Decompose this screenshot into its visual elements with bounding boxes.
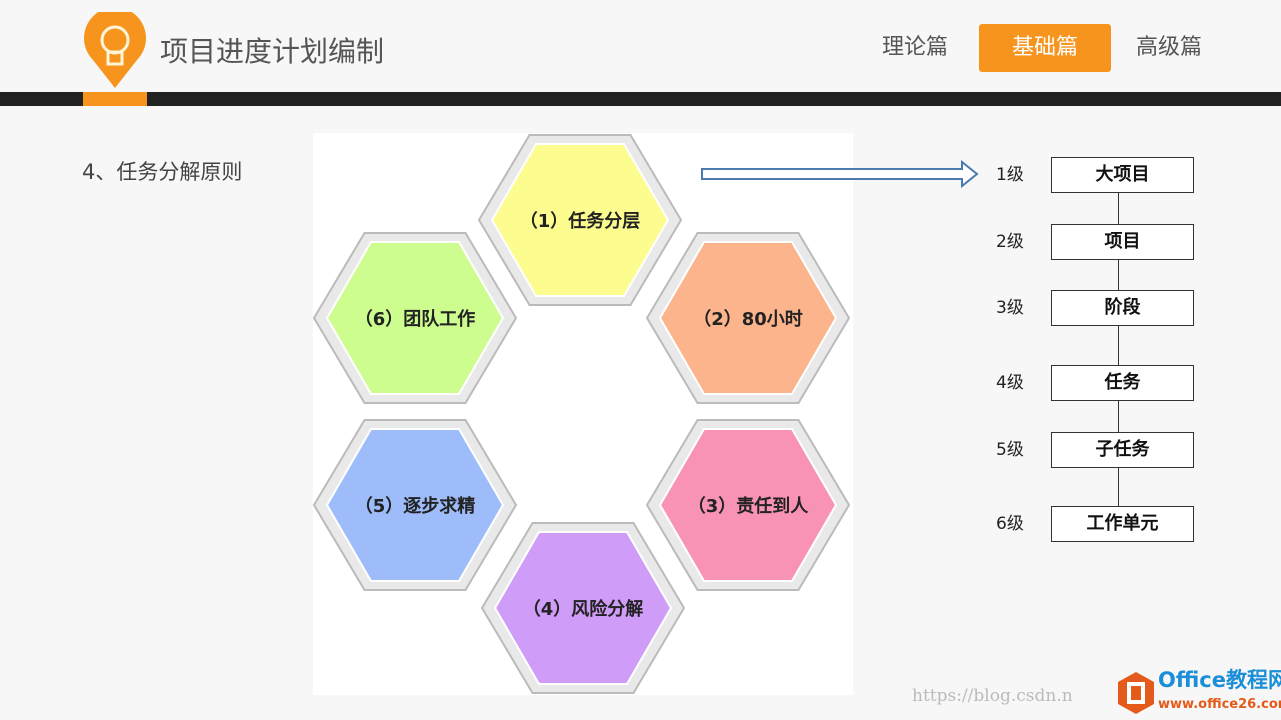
header-divider-accent bbox=[83, 92, 147, 106]
level-box: 子任务 bbox=[1051, 432, 1194, 468]
level-box: 工作单元 bbox=[1051, 506, 1194, 542]
level-label: 3级 bbox=[996, 298, 1024, 318]
level-box: 项目 bbox=[1051, 224, 1194, 260]
nav-advanced[interactable]: 高级篇 bbox=[1136, 35, 1203, 60]
lightbulb-logo-icon bbox=[84, 12, 146, 88]
connector-line bbox=[1118, 401, 1119, 432]
level-label: 4级 bbox=[996, 373, 1024, 393]
logo-url: www.office26.com bbox=[1158, 697, 1281, 712]
hexagon-label: （1）任务分层 bbox=[520, 210, 641, 232]
hexagon-fill bbox=[490, 143, 670, 297]
hexagon-5: （5）逐步求精 bbox=[312, 419, 518, 591]
hexagon-1: （1）任务分层 bbox=[477, 134, 683, 306]
page-title: 项目进度计划编制 bbox=[160, 35, 385, 68]
hexagon-fill bbox=[658, 428, 838, 582]
hexagon-label: （6）团队工作 bbox=[355, 308, 476, 330]
section-title: 4、任务分解原则 bbox=[82, 160, 243, 184]
connector-line bbox=[1118, 193, 1119, 224]
hexagon-fill bbox=[493, 531, 673, 685]
hexagon-label: （3）责任到人 bbox=[688, 495, 810, 517]
hexagon-label: （4）风险分解 bbox=[523, 598, 644, 620]
nav-basic[interactable]: 基础篇 bbox=[979, 24, 1111, 72]
connector-line bbox=[1118, 468, 1119, 506]
office-logo-icon bbox=[1118, 672, 1154, 714]
connector-line bbox=[1118, 260, 1119, 290]
header-divider bbox=[0, 92, 1281, 106]
logo-name: Office教程网 bbox=[1158, 668, 1281, 692]
level-label: 6级 bbox=[996, 514, 1024, 534]
level-label: 5级 bbox=[996, 440, 1024, 460]
hexagon-label: （5）逐步求精 bbox=[355, 495, 476, 517]
nav-theory[interactable]: 理论篇 bbox=[882, 35, 949, 60]
hexagon-3: （3）责任到人 bbox=[645, 419, 851, 591]
hexagon-6: （6）团队工作 bbox=[312, 232, 518, 404]
hexagon-label: （2）80小时 bbox=[693, 309, 803, 330]
level-box: 阶段 bbox=[1051, 290, 1194, 326]
hexagon-fill bbox=[325, 428, 505, 582]
watermark: https://blog.csdn.n bbox=[912, 686, 1073, 706]
connector-line bbox=[1118, 326, 1119, 365]
hexagon-2: （2）80小时 bbox=[645, 232, 851, 404]
arrow-right-icon bbox=[701, 160, 979, 189]
level-label: 2级 bbox=[996, 232, 1024, 252]
level-label: 1级 bbox=[996, 165, 1024, 185]
hexagon-4: （4）风险分解 bbox=[480, 522, 686, 694]
level-box: 大项目 bbox=[1051, 157, 1194, 193]
hexagon-fill bbox=[658, 241, 838, 395]
level-box: 任务 bbox=[1051, 365, 1194, 401]
hexagon-fill bbox=[325, 241, 505, 395]
